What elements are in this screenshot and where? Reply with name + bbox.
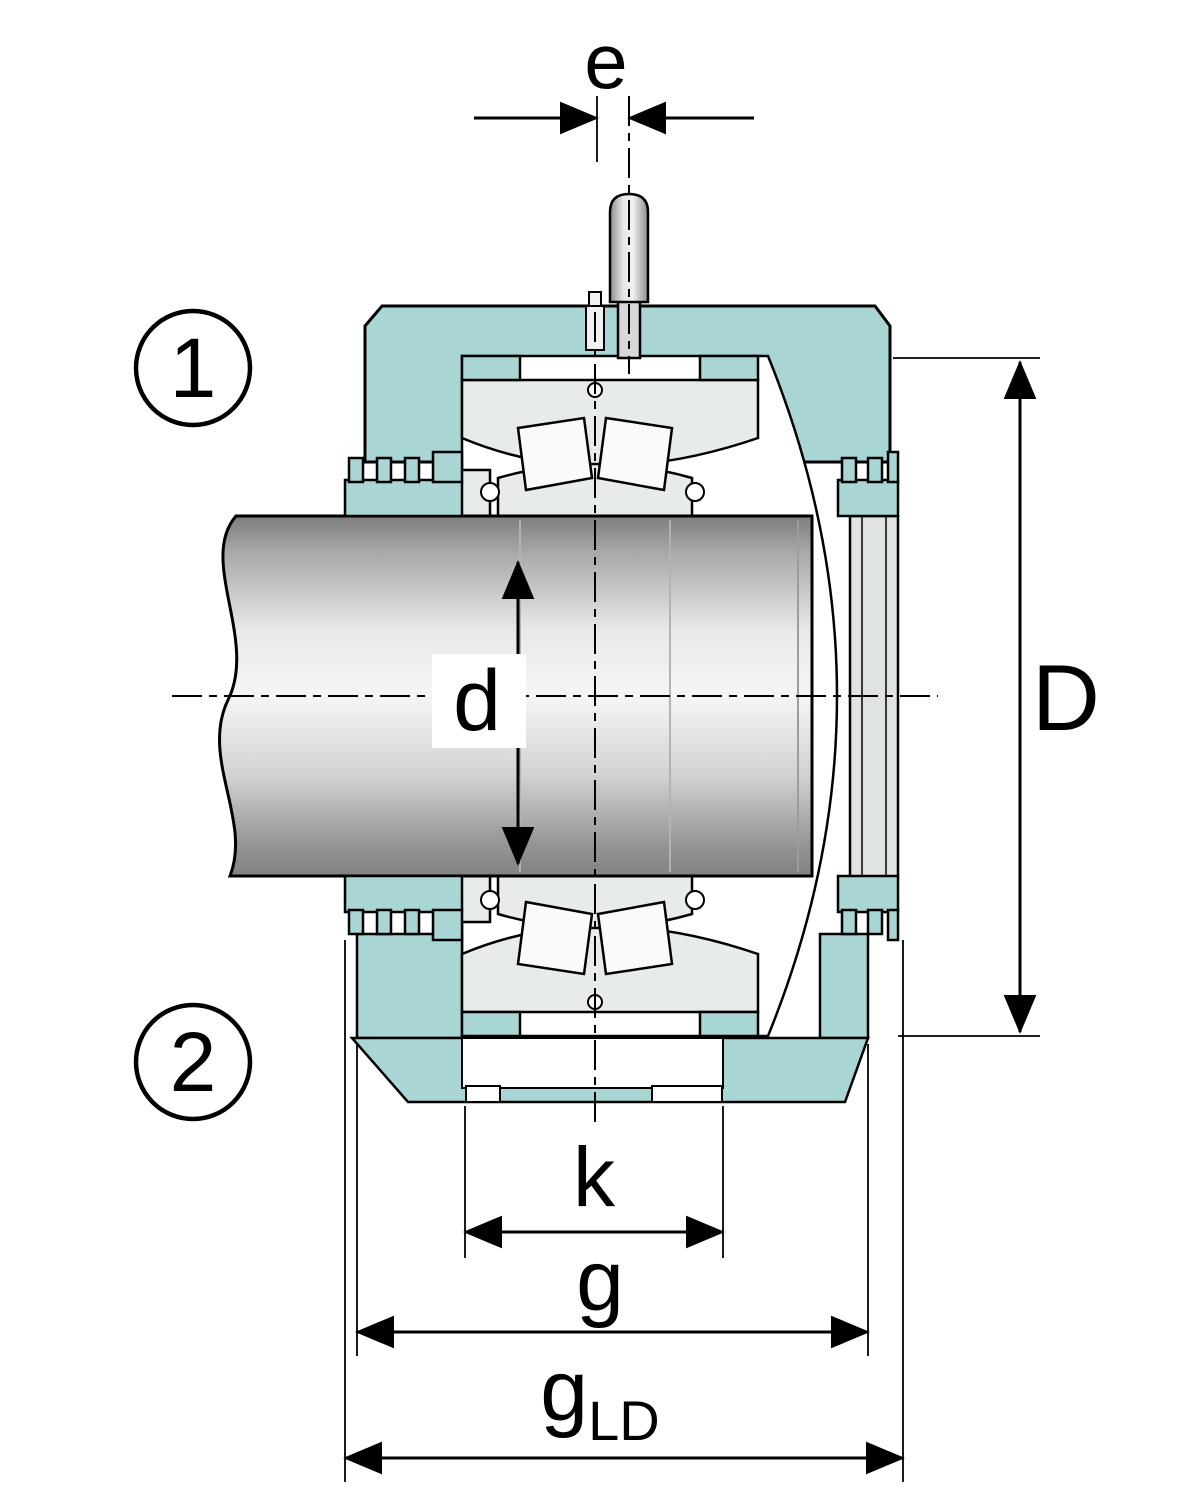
fitting-body (608, 192, 650, 304)
label-g: g (576, 1233, 624, 1329)
label-g-ld: gLD (540, 1343, 659, 1452)
label-k: k (573, 1130, 616, 1224)
callout-1: 1 (133, 308, 253, 428)
housing-rib-bottom-left (460, 1010, 522, 1038)
label-d: d (453, 653, 501, 749)
callout-2-number: 2 (170, 1015, 217, 1109)
callout-1-number: 1 (170, 321, 217, 415)
seal-top-left (343, 478, 464, 518)
roller-bottom-left (516, 900, 594, 976)
base-right-wall (818, 932, 870, 1040)
housing-rib-top-left (460, 354, 522, 382)
callout-1-circle (133, 308, 253, 428)
grease-fitting (585, 192, 650, 360)
dimension-g: g (355, 1044, 870, 1356)
callout-2-circle (133, 1002, 253, 1122)
label-d-background (432, 654, 526, 748)
seal-bottom-left (343, 874, 464, 914)
roller-top-right (596, 416, 674, 492)
dimension-g-ld: gLD (343, 940, 905, 1482)
labyrinth-seals (343, 354, 900, 1038)
centerlines (172, 96, 938, 1122)
housing-rib-top-right (698, 354, 760, 382)
callout-2: 2 (133, 1002, 253, 1122)
dimension-e: e (474, 17, 754, 162)
rollers (516, 416, 674, 976)
housing-rib-bottom-right (698, 1010, 760, 1038)
seal-top-right (836, 478, 900, 518)
dimension-k: k (463, 1106, 725, 1258)
roller-top-left (516, 416, 594, 492)
label-D: D (1032, 645, 1100, 750)
dimension-d: d (432, 560, 535, 866)
base-relief (461, 1037, 724, 1103)
seal-bottom-right (836, 874, 900, 914)
label-e: e (584, 17, 627, 105)
roller-bottom-right (596, 900, 674, 976)
dimension-D: D (893, 357, 1100, 1037)
base-left-wall (355, 932, 464, 1040)
